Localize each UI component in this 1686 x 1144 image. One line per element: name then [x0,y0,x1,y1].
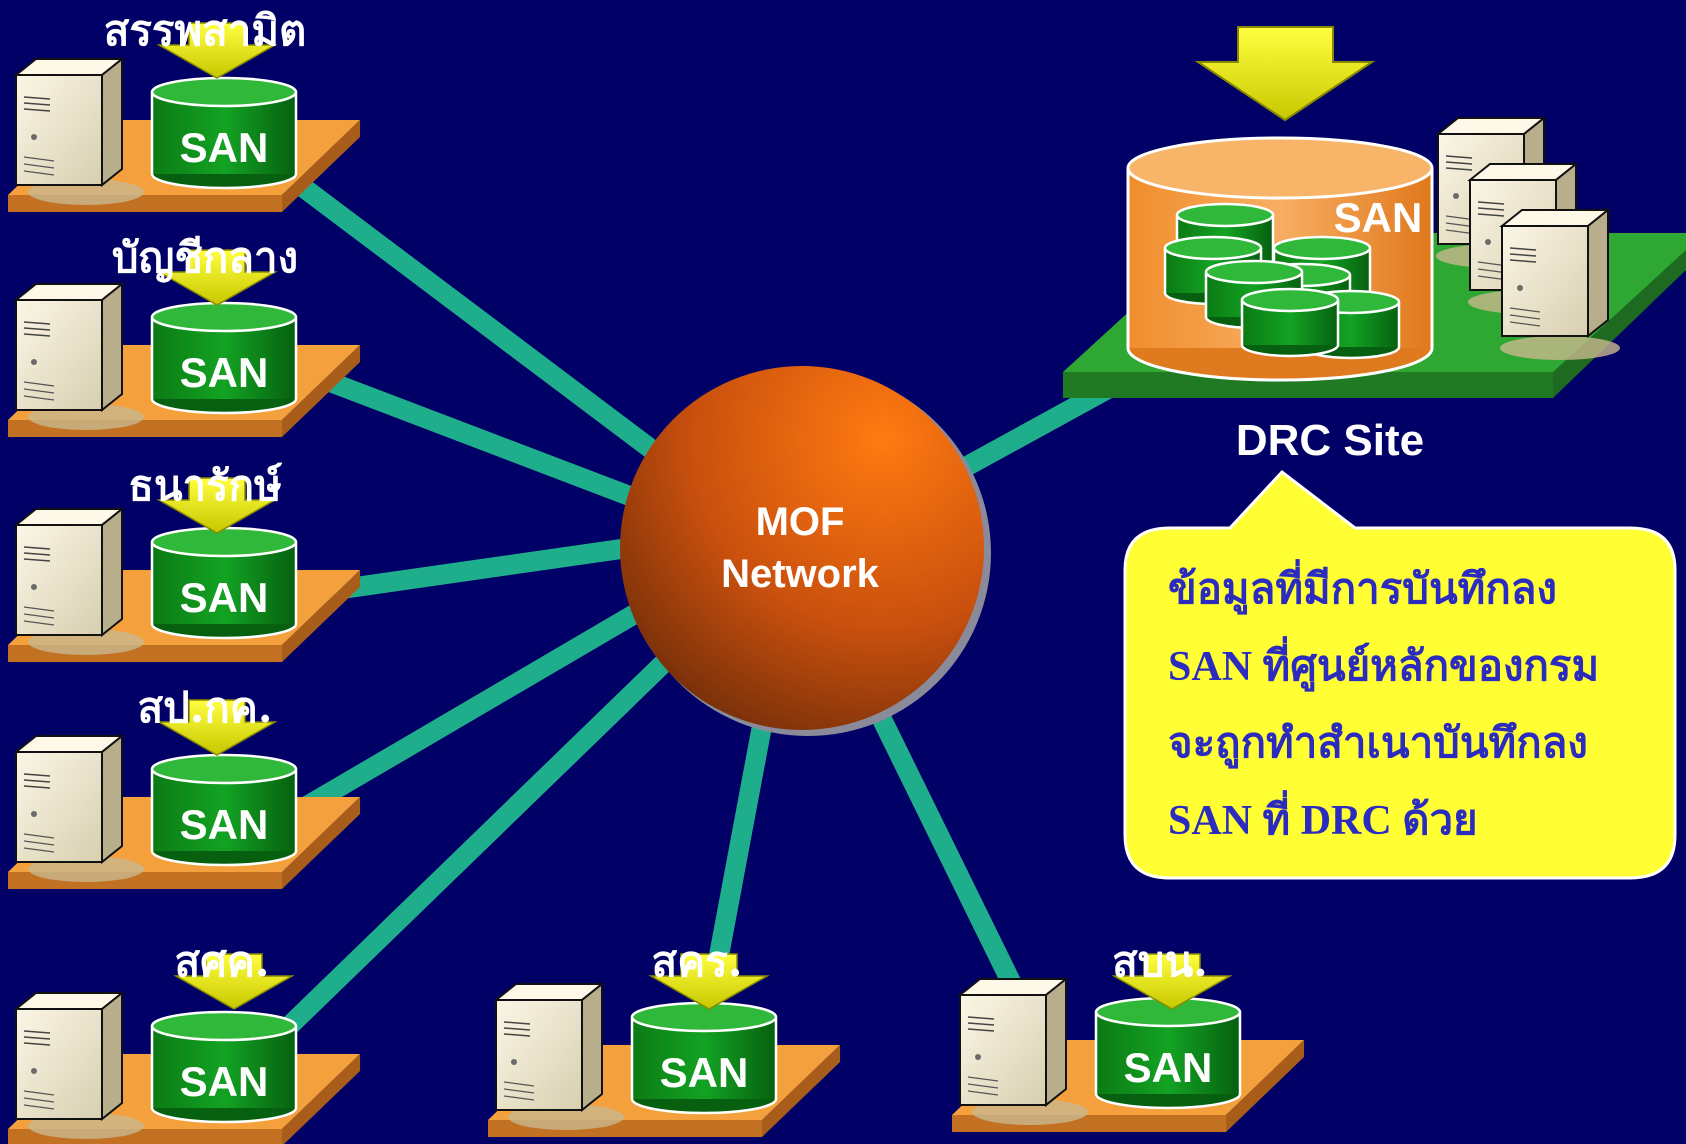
link-pdmo [866,700,1024,995]
san-label: SAN [180,124,269,171]
note-text: ข้อมูลที่มีการบันทึกลง SAN ที่ศูนย์หลักขอ… [1168,559,1599,844]
san-label: SAN [180,574,269,621]
down-arrow-icon [156,22,278,79]
down-arrow-icon [156,249,278,306]
site-name: สศค. [174,937,269,986]
site-name: สคร. [652,937,743,986]
link-ops [294,603,644,819]
server-icon [13,506,125,638]
drc-servers [1435,115,1620,360]
server-icon [13,990,125,1122]
link-comptroller [321,370,644,510]
disk-icon [1240,287,1340,358]
san-label: SAN [180,349,269,396]
note-line: ข้อมูลที่มีการบันทึกลง [1168,559,1557,615]
link-drc [955,376,1120,479]
server-icon [13,56,125,188]
link-fpo [273,647,679,1043]
down-arrow-icon [1111,953,1233,1010]
server-icon [13,281,125,413]
san-cylinder [630,1001,778,1115]
server-icon [13,733,125,865]
site-5: SAN สศค. [8,937,360,1144]
note-bubble [1123,469,1677,880]
down-arrow-icon [173,953,295,1010]
site-6: SAN สคร. [488,937,840,1137]
down-arrow-icon [156,477,278,534]
san-label: SAN [180,801,269,848]
san-cylinder [1094,996,1242,1110]
san-label: SAN [180,1058,269,1105]
san-cylinder [150,1010,298,1124]
site-3: SAN ธนารักษ์ [8,461,360,662]
drc-site-label: DRC Site [1236,416,1424,465]
note-line: จะถูกทำสำเนาบันทึกลง [1168,721,1588,769]
drc-arrow-icon [1194,26,1376,122]
san-cylinder [150,753,298,867]
link-excise [293,177,662,460]
site-4: SAN สป.กค. [8,683,360,889]
site-2: SAN บัญชีกลาง [8,233,360,437]
site-name: ธนารักษ์ [128,461,283,510]
down-arrow-icon [156,699,278,756]
server-icon [957,976,1069,1108]
mof-network-hub: MOF Network [620,366,991,736]
note-line: SAN ที่ศูนย์หลักของกรม [1168,636,1599,692]
site-name: สป.กค. [137,683,272,732]
drc-storage-disks [1163,202,1401,360]
hub-label-line1: MOF [756,500,845,544]
san-label: SAN [1124,1044,1213,1091]
replication-note: ข้อมูลที่มีการบันทึกลง SAN ที่ศูนย์หลักขอ… [1123,469,1677,880]
drc-server-icon [1499,207,1611,339]
department-sites: SAN สรรพสามิต SAN บัญชีกลาง SAN ธนารักษ์ SAN สป… [8,6,1304,1144]
drc-site: SAN DRC Site [1063,26,1686,465]
san-cylinder [150,526,298,640]
san-cylinder [150,301,298,415]
site-name: สบน. [1112,937,1208,986]
hub-label-line2: Network [721,552,880,596]
drc-san-label: SAN [1334,194,1423,241]
san-label: SAN [660,1049,749,1096]
down-arrow-icon [648,953,770,1010]
san-cylinder [150,76,298,190]
note-line: SAN ที่ DRC ด้วย [1168,790,1478,844]
site-1: SAN สรรพสามิต [8,6,360,212]
site-name: บัญชีกลาง [112,233,298,283]
server-icon [493,981,605,1113]
site-name: สรรพสามิต [104,6,307,55]
site-7: SAN สบน. [952,937,1304,1132]
